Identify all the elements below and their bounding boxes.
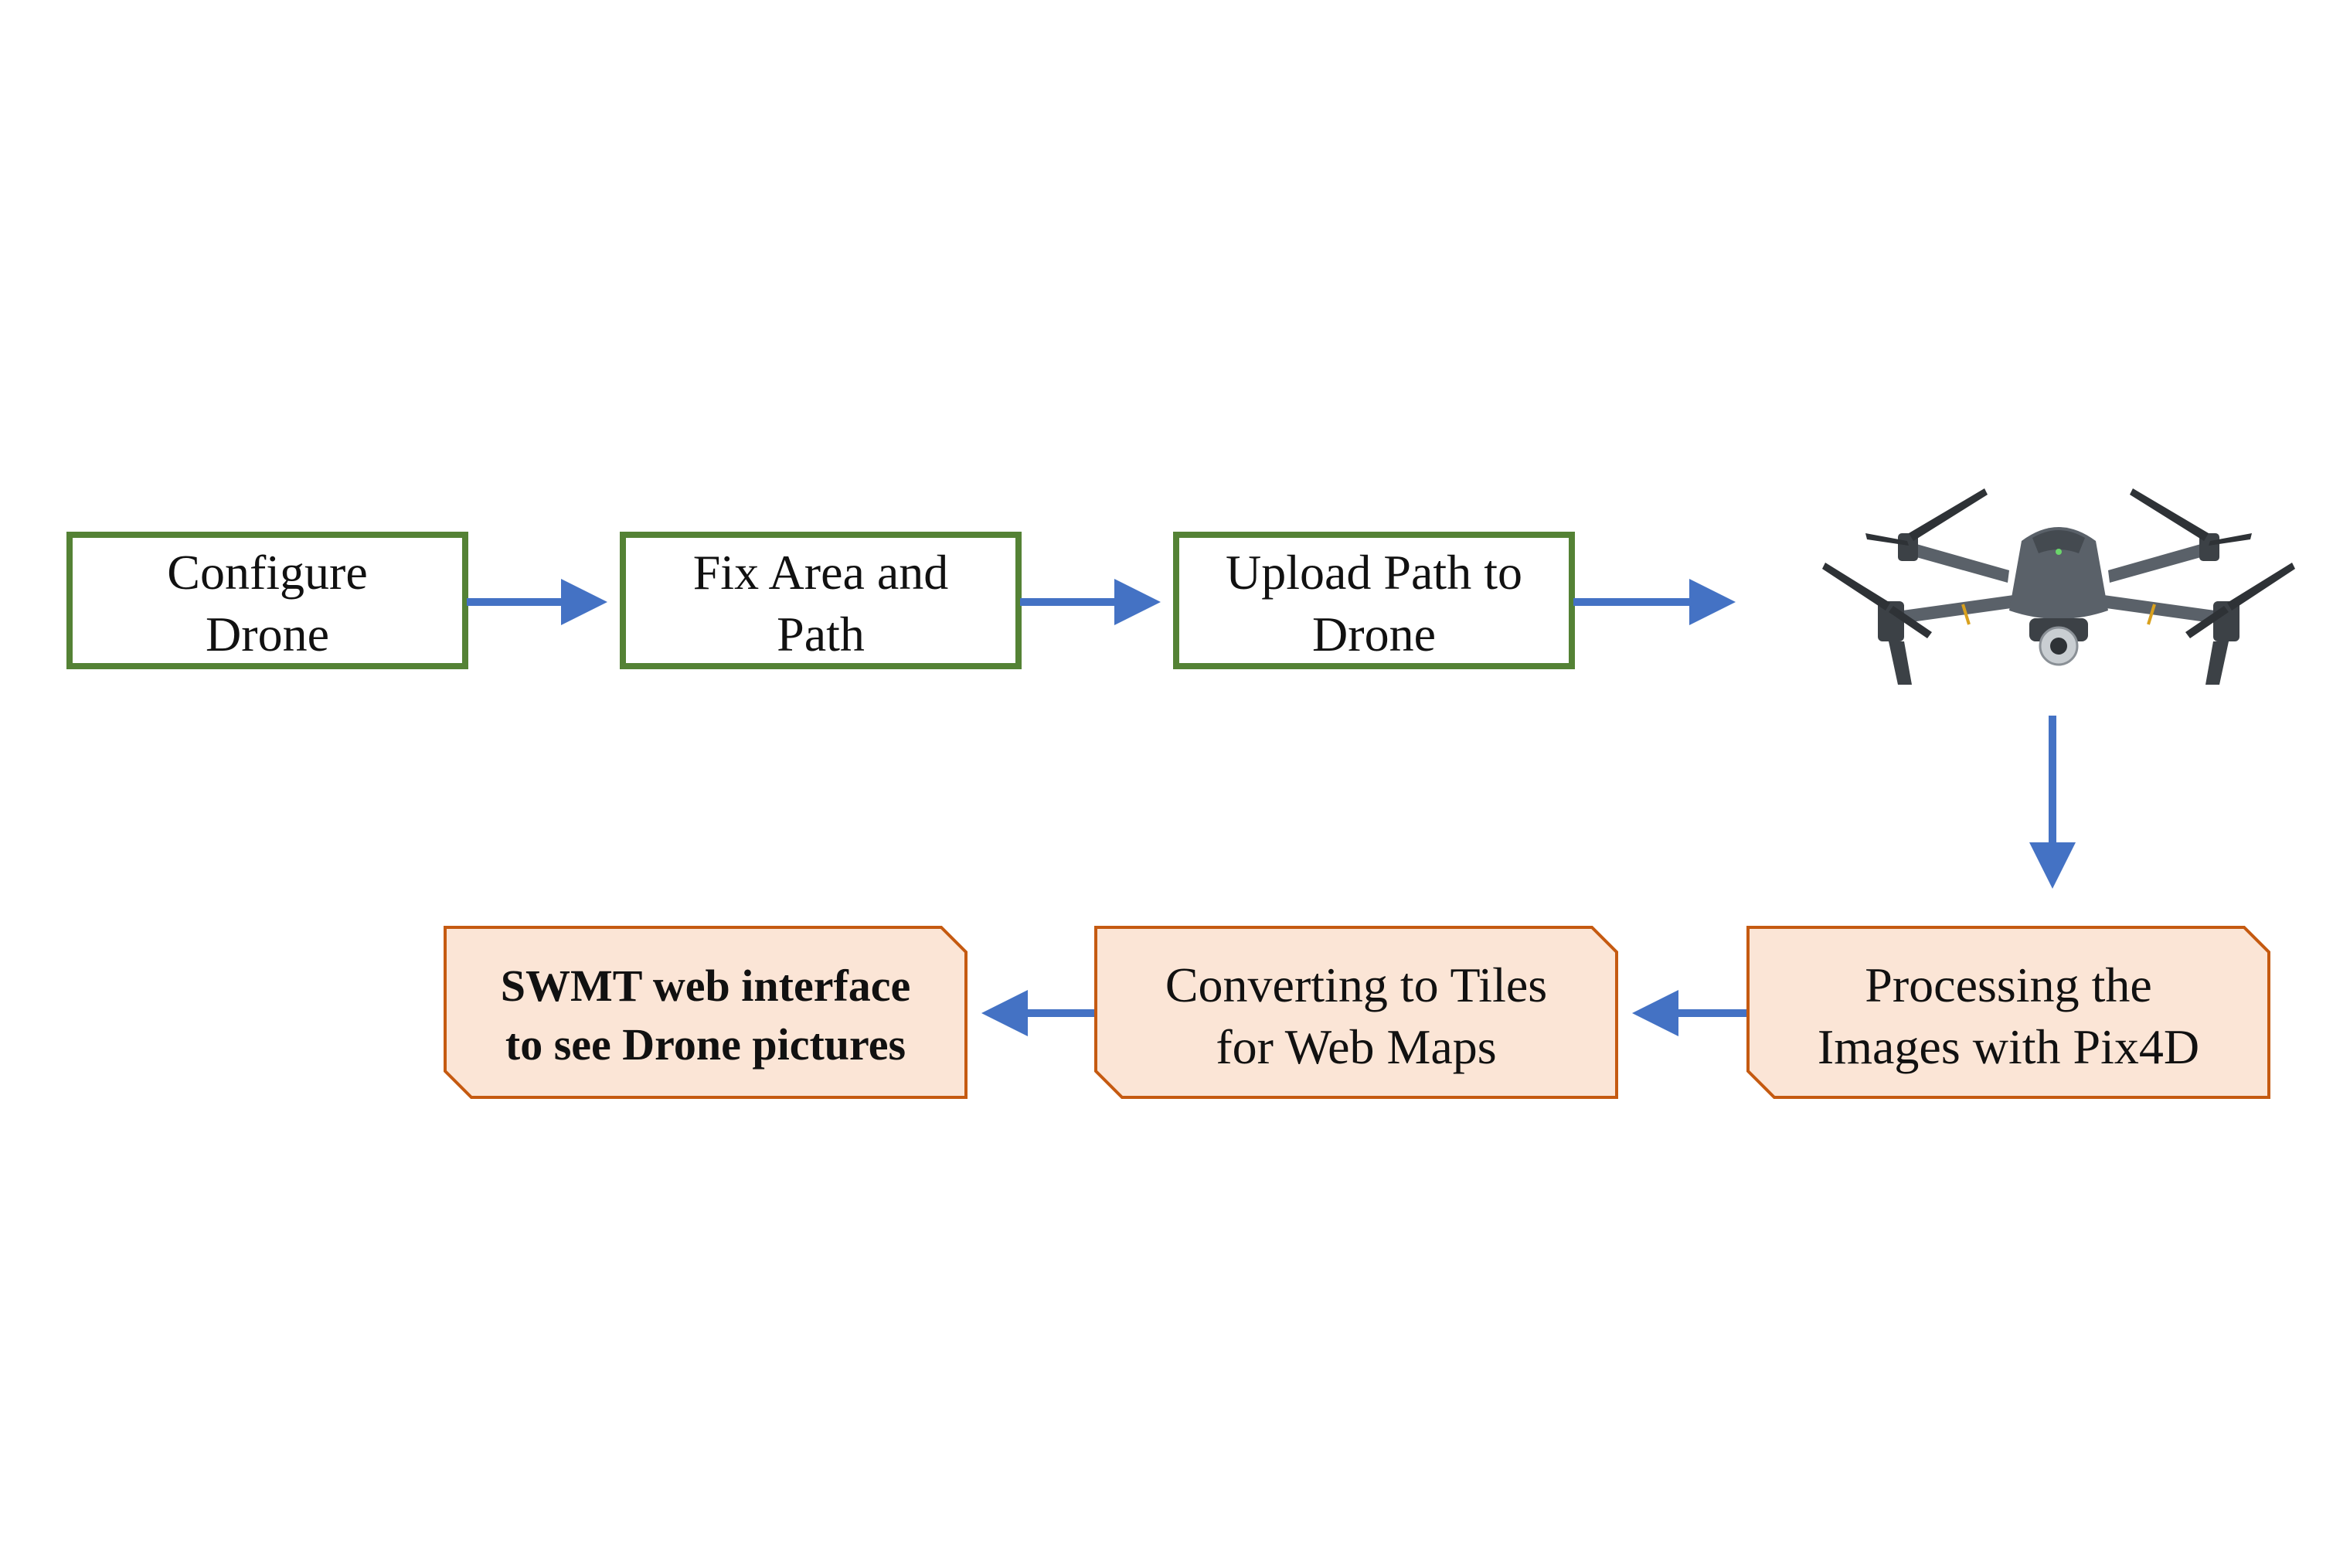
step-label: Configure (167, 545, 368, 600)
step-label: Fix Area and (693, 545, 949, 600)
step-box (1094, 926, 1618, 1099)
step-box (66, 532, 468, 669)
step-upload-path-to-drone: Upload Path to Drone (1173, 532, 1575, 669)
step-box (444, 926, 968, 1099)
step-label: Converting to Tiles (1165, 957, 1547, 1012)
step-label: Processing the (1865, 957, 2152, 1012)
step-converting-to-tiles: Converting to Tiles for Web Maps (1094, 926, 1618, 1099)
step-processing-images-pix4d: Processing the Images with Pix4D (1746, 926, 2270, 1099)
step-label: Upload Path to (1226, 545, 1522, 600)
step-label: Drone (1312, 607, 1436, 662)
step-configure-drone: Configure Drone (66, 532, 468, 669)
step-box (1173, 532, 1575, 669)
step-swmt-web-interface: SWMT web interface to see Drone pictures (444, 926, 968, 1099)
quadcopter-drone-icon (1822, 488, 2295, 685)
step-label: Images with Pix4D (1818, 1019, 2199, 1074)
step-label: for Web Maps (1216, 1019, 1496, 1074)
step-box (620, 532, 1022, 669)
step-label: SWMT web interface (501, 961, 911, 1011)
step-label: Drone (206, 607, 329, 662)
step-fix-area-and-path: Fix Area and Path (620, 532, 1022, 669)
step-box (1746, 926, 2270, 1099)
step-label: to see Drone pictures (505, 1019, 906, 1070)
step-label: Path (777, 607, 865, 662)
